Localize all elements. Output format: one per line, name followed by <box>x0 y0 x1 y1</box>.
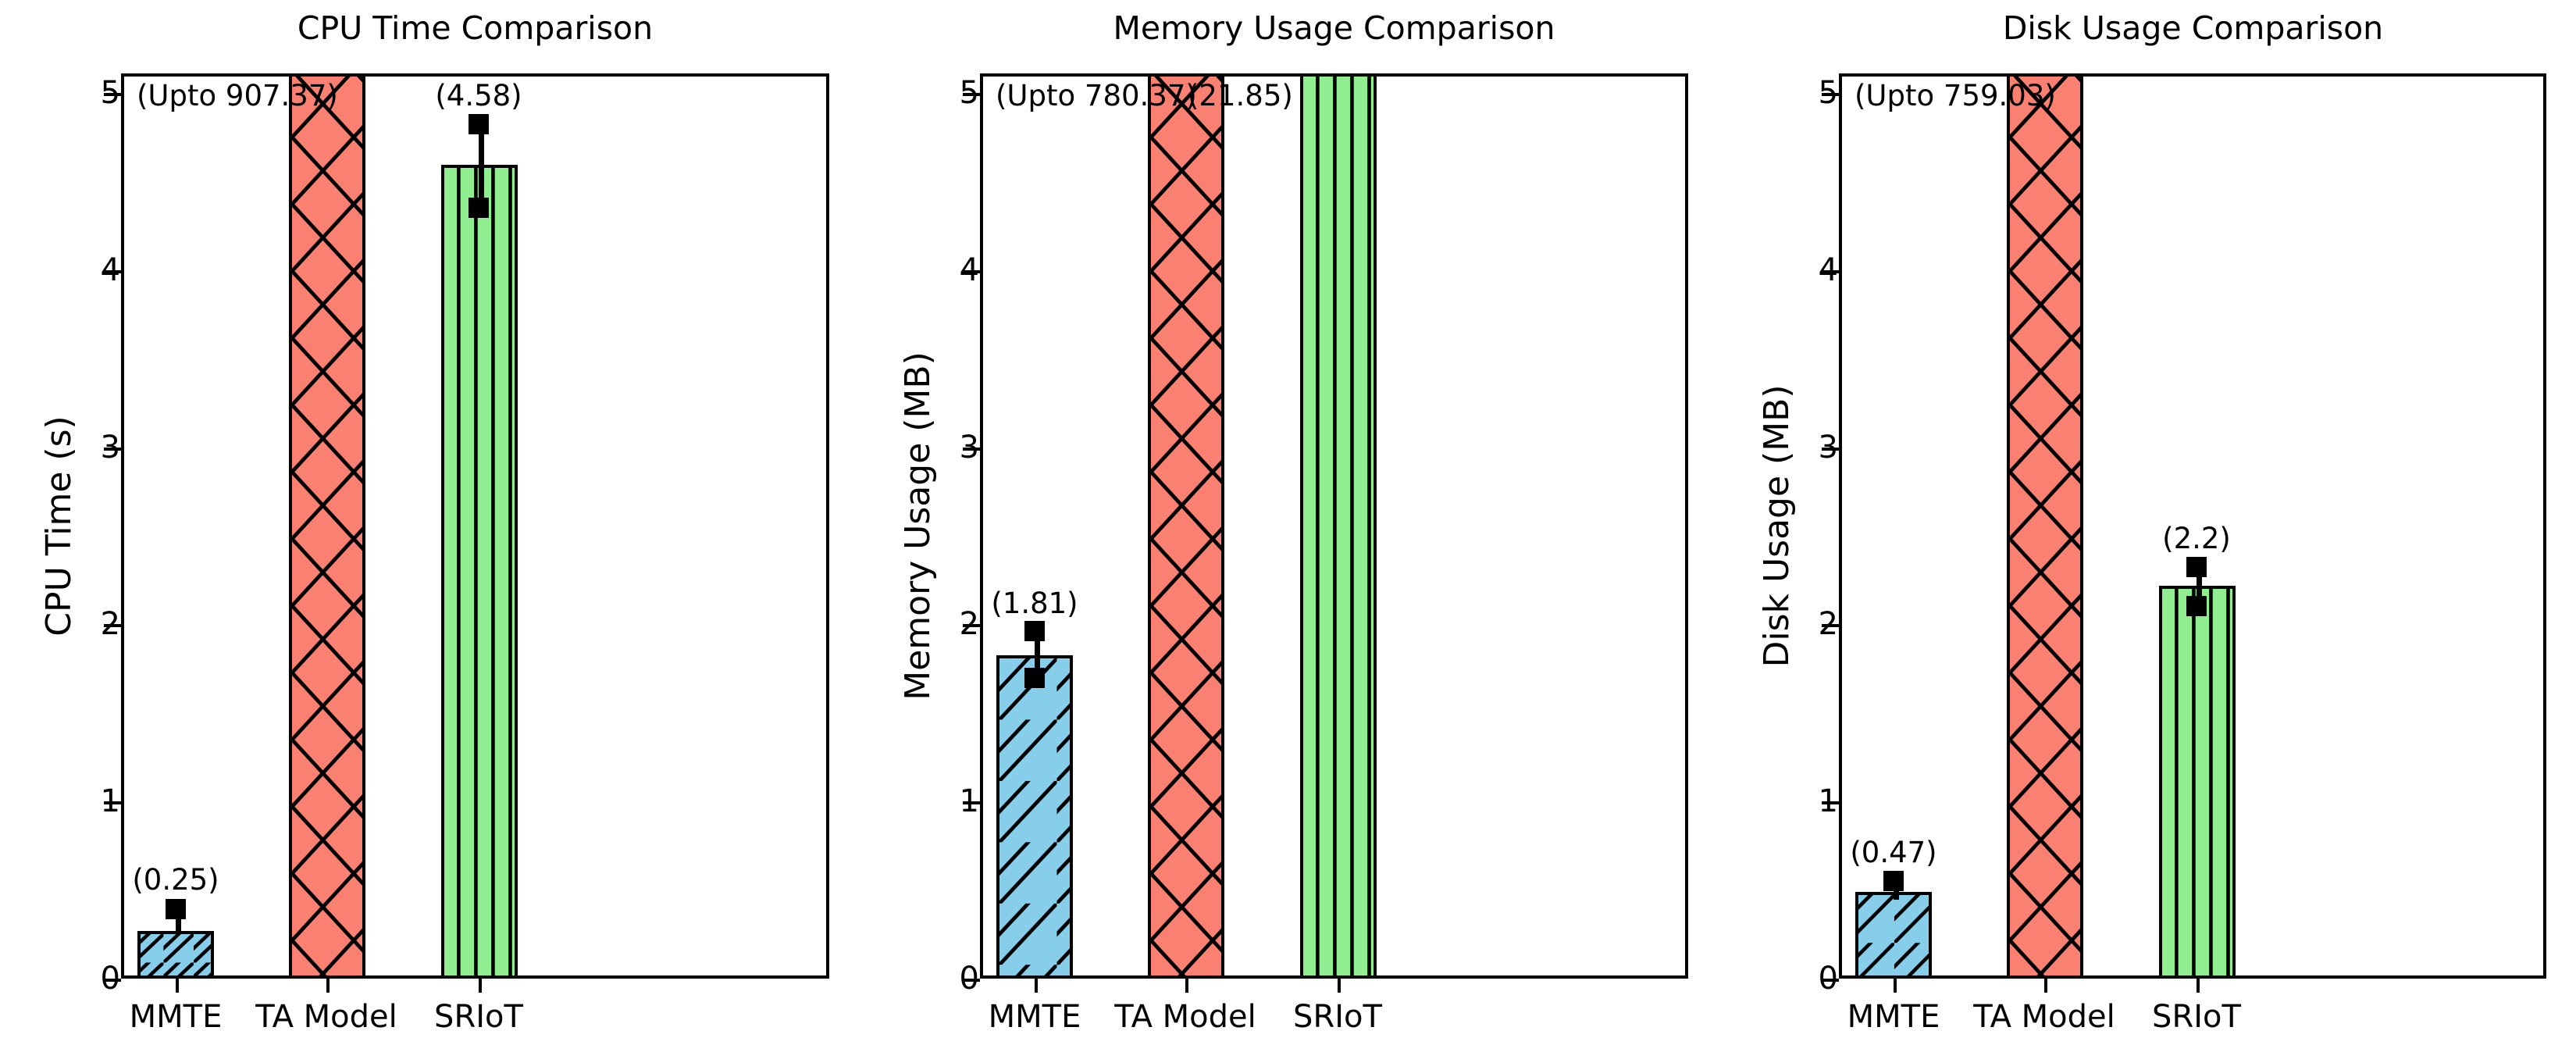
value-label-mmte: (1.81) <box>991 587 1078 620</box>
x-tick-mmte <box>1894 979 1897 993</box>
bar-mmte[interactable] <box>996 655 1073 975</box>
hatch-crosshatch <box>292 77 362 975</box>
x-tick-label-sriot: SRIoT <box>2152 999 2241 1035</box>
errorbar-sriot <box>2197 567 2202 606</box>
y-tick-label: 0 <box>1818 961 1838 997</box>
panel-cpu-time: CPU Time Comparison CPU Time (s) 0 1 2 3… <box>0 0 859 1045</box>
value-label-mmte: (0.25) <box>132 863 219 897</box>
x-tick-label-sriot: SRIoT <box>1293 999 1382 1035</box>
y-axis-label: CPU Time (s) <box>39 416 79 637</box>
plot-area <box>121 73 829 979</box>
bar-ta-model[interactable] <box>289 77 365 975</box>
x-tick-label-mmte: MMTE <box>988 999 1081 1035</box>
y-tick-label: 3 <box>100 429 120 465</box>
bar-ta-model[interactable] <box>1148 77 1224 975</box>
y-tick-label: 2 <box>1818 606 1838 643</box>
y-tick-label: 4 <box>1818 251 1838 288</box>
y-tick-label: 5 <box>1818 75 1838 111</box>
y-tick-label: 5 <box>959 75 979 111</box>
bar-mmte[interactable] <box>1855 892 1932 975</box>
hatch-diagonal <box>1858 895 1929 975</box>
x-tick-ta-model <box>326 979 330 993</box>
value-label-mmte: (0.47) <box>1850 836 1937 869</box>
errorbar-cap-mmte-top <box>166 899 186 919</box>
bar-sriot[interactable] <box>1300 77 1377 975</box>
value-label-sriot: (21.85) <box>1188 79 1293 112</box>
panel-disk-usage: Disk Usage Comparison Disk Usage (MB) 0 … <box>1718 0 2576 1045</box>
errorbar-sriot <box>479 124 484 208</box>
value-label-ta-model: (Upto 780.37) <box>996 79 1197 112</box>
y-tick-label: 0 <box>959 961 979 997</box>
errorbar-mmte <box>176 909 181 933</box>
y-tick-label: 4 <box>959 251 979 288</box>
y-axis-label: Memory Usage (MB) <box>898 351 938 701</box>
x-tick-ta-model <box>1185 979 1188 993</box>
plot-area <box>1839 73 2546 979</box>
panel-title: CPU Time Comparison <box>297 9 654 47</box>
errorbar-cap-sriot-bottom <box>469 198 489 218</box>
y-tick-label: 1 <box>1818 783 1838 820</box>
x-tick-ta-model <box>2044 979 2047 993</box>
y-tick-label: 2 <box>100 606 120 643</box>
x-tick-label-mmte: MMTE <box>129 999 223 1035</box>
hatch-diagonal <box>141 934 211 975</box>
plot-area <box>980 73 1688 979</box>
x-tick-sriot <box>479 979 482 993</box>
x-tick-label-sriot: SRIoT <box>434 999 523 1035</box>
x-tick-mmte <box>176 979 179 993</box>
errorbar-cap-mmte-bottom <box>1024 668 1045 688</box>
y-tick-label: 1 <box>100 783 120 820</box>
x-tick-sriot <box>2197 979 2200 993</box>
y-tick-label: 2 <box>959 606 979 643</box>
hatch-vertical <box>1303 77 1374 975</box>
value-label-ta-model: (Upto 907.37) <box>137 79 338 112</box>
y-tick-label: 0 <box>100 961 120 997</box>
y-tick-label: 3 <box>959 429 979 465</box>
hatch-vertical <box>2162 589 2232 975</box>
x-tick-mmte <box>1035 979 1038 993</box>
y-tick-label: 4 <box>100 251 120 288</box>
bar-mmte[interactable] <box>137 931 214 975</box>
value-label-ta-model: (Upto 759.03) <box>1855 79 2056 112</box>
hatch-crosshatch <box>2010 77 2080 975</box>
hatch-crosshatch <box>1151 77 1221 975</box>
errorbar-cap-sriot-top <box>2186 557 2207 577</box>
panel-title: Memory Usage Comparison <box>1113 9 1555 47</box>
x-tick-sriot <box>1338 979 1341 993</box>
value-label-sriot: (2.2) <box>2162 522 2231 555</box>
errorbar-mmte <box>1035 631 1040 678</box>
x-tick-label-ta-model: TA Model <box>1114 999 1256 1035</box>
errorbar-cap-sriot-top <box>469 114 489 134</box>
bar-ta-model[interactable] <box>2007 77 2083 975</box>
y-tick-label: 3 <box>1818 429 1838 465</box>
errorbar-cap-mmte-top <box>1883 871 1904 891</box>
bar-sriot[interactable] <box>441 165 518 975</box>
x-tick-label-ta-model: TA Model <box>255 999 397 1035</box>
panel-title: Disk Usage Comparison <box>2002 9 2384 47</box>
y-tick-label: 1 <box>959 783 979 820</box>
value-label-sriot: (4.58) <box>435 79 522 112</box>
hatch-vertical <box>444 168 515 975</box>
panel-memory-usage: Memory Usage Comparison Memory Usage (MB… <box>859 0 1718 1045</box>
bar-sriot[interactable] <box>2159 586 2236 975</box>
errorbar-cap-sriot-bottom <box>2186 596 2207 616</box>
y-axis-label: Disk Usage (MB) <box>1757 384 1797 668</box>
y-tick-label: 5 <box>100 75 120 111</box>
x-tick-label-ta-model: TA Model <box>1973 999 2115 1035</box>
x-tick-label-mmte: MMTE <box>1847 999 1940 1035</box>
errorbar-cap-mmte-top <box>1024 621 1045 641</box>
hatch-diagonal <box>999 658 1070 975</box>
